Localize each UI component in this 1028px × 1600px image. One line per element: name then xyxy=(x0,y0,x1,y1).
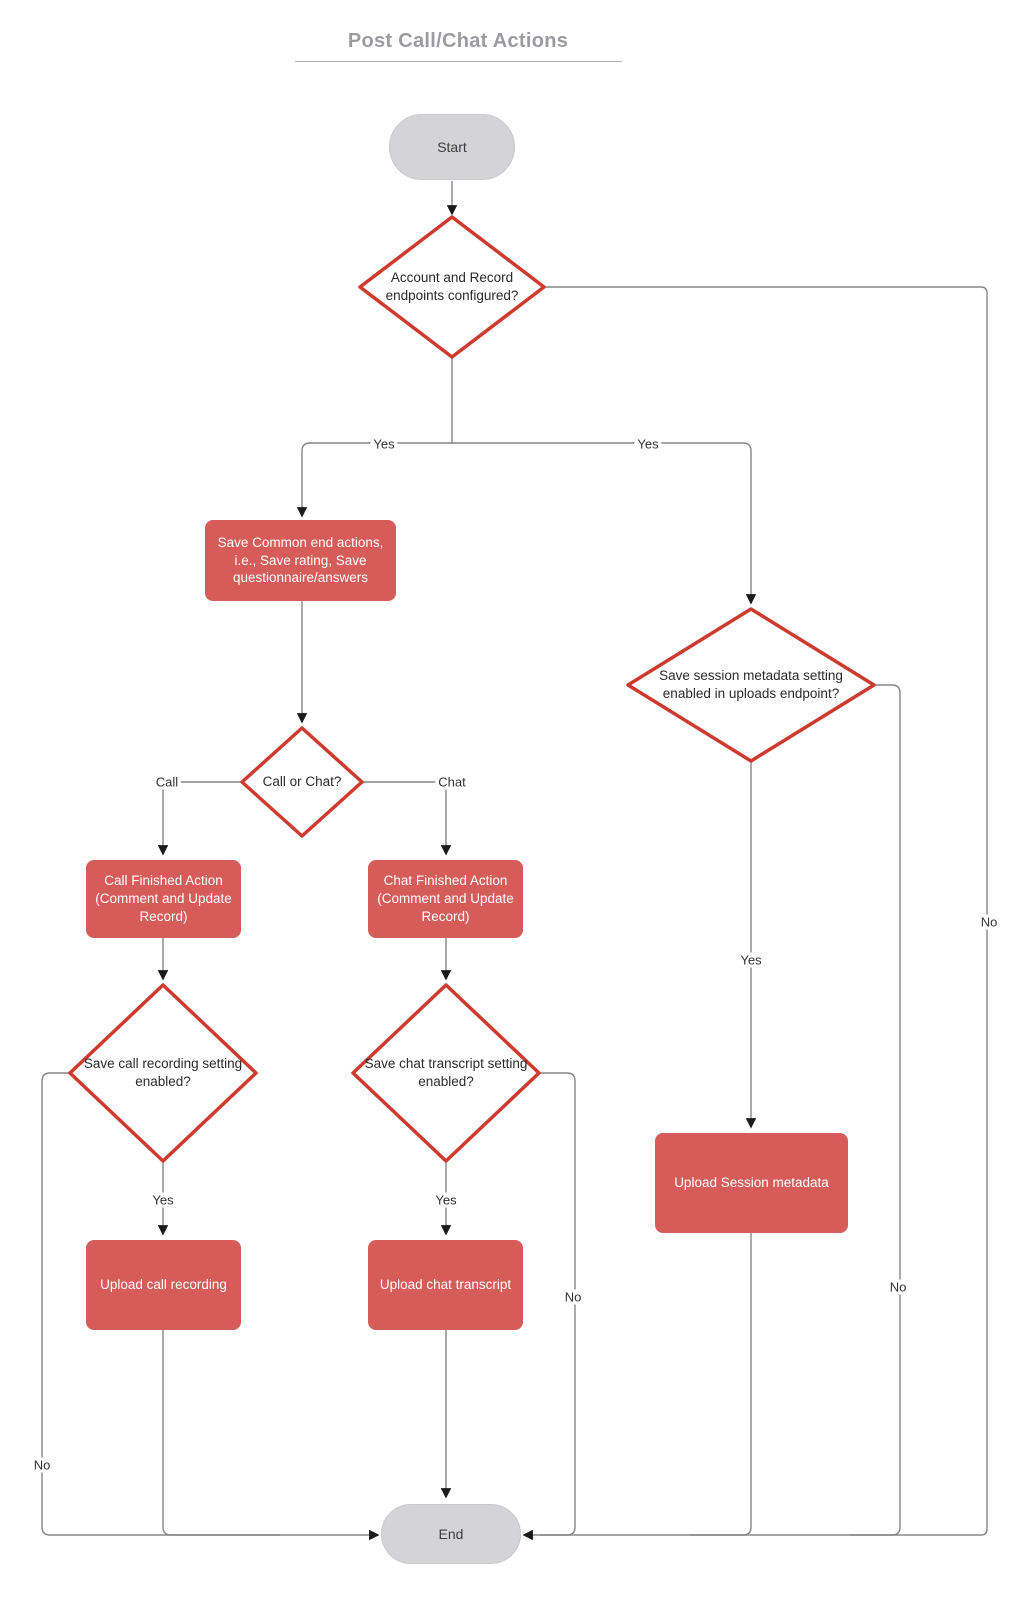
edge-session-no-to-end xyxy=(850,684,901,1536)
label-session-metadata-yes: Yes xyxy=(737,952,765,968)
edge-upload-call-to-end xyxy=(162,1330,280,1536)
process-upload-chat-transcript: Upload chat transcript xyxy=(368,1240,523,1330)
process-call-finished-action: Call Finished Action (Comment and Update… xyxy=(86,860,241,938)
label-endpoints-no: No xyxy=(977,914,1001,930)
decision-save-chat-transcript-shape xyxy=(351,983,541,1163)
label-endpoints-yes-left: Yes xyxy=(370,436,398,452)
process-save-common-actions: Save Common end actions, i.e., Save rati… xyxy=(205,520,396,601)
decision-save-session-metadata-shape xyxy=(626,607,876,763)
label-endpoints-yes-right: Yes xyxy=(634,436,662,452)
label-chat-transcript-no: No xyxy=(561,1289,585,1305)
edge-chat-branch xyxy=(362,781,452,856)
decision-call-or-chat-shape xyxy=(240,726,364,838)
edge-recording-no-to-end xyxy=(41,1072,380,1541)
decision-save-call-recording-shape xyxy=(68,983,258,1163)
label-call-recording-yes: Yes xyxy=(149,1192,177,1208)
start-node: Start xyxy=(389,114,515,180)
label-session-metadata-no: No xyxy=(886,1279,910,1295)
end-node: End xyxy=(381,1504,521,1564)
label-chat-transcript-yes: Yes xyxy=(432,1192,460,1208)
edge-call-branch xyxy=(157,781,242,856)
process-upload-call-recording: Upload call recording xyxy=(86,1240,241,1330)
decision-endpoints-shape xyxy=(358,215,546,359)
edge-yes-to-save-common xyxy=(296,442,452,518)
process-upload-session-metadata: Upload Session metadata xyxy=(655,1133,848,1233)
label-branch-chat: Chat xyxy=(435,774,469,790)
edge-upload-session-to-end xyxy=(690,1233,752,1536)
label-branch-call: Call xyxy=(152,774,182,790)
edge-endpoints-no-to-end xyxy=(522,286,988,1541)
diagram-title: Post Call/Chat Actions xyxy=(347,30,569,52)
edge-yes-to-session-metadata-decision xyxy=(452,442,757,605)
label-call-recording-no: No xyxy=(30,1457,54,1473)
title-underline xyxy=(295,61,622,62)
process-chat-finished-action: Chat Finished Action (Comment and Update… xyxy=(368,860,523,938)
